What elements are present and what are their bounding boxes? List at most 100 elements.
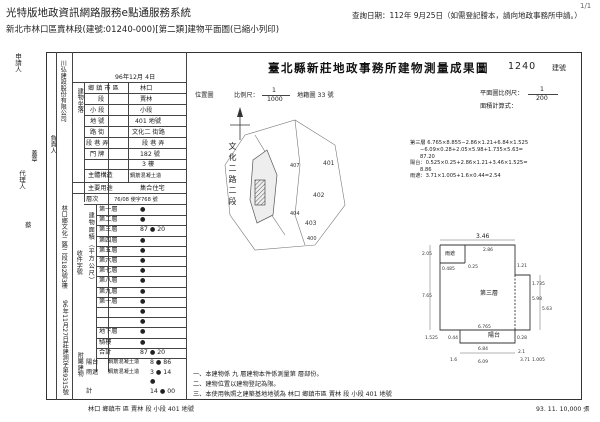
position-scale-label: 比例尺： (234, 92, 259, 99)
floor-area-value: ● (140, 318, 146, 326)
dim-label: 6.765 (478, 324, 491, 330)
floor-area-value: ● (140, 287, 146, 295)
floor-area-value: 87 ● 20 (140, 348, 166, 356)
floor-area-value: ● (140, 206, 146, 213)
form-date: 96年12月 4日 (115, 74, 156, 81)
floor-name: 第六層 (99, 257, 118, 264)
registration-label: 收件字號 (75, 250, 83, 275)
accessory-structure: 鋼筋混凝土造 (108, 368, 140, 375)
floor-area-value: ● (140, 236, 146, 244)
accessory-area: ● (150, 378, 156, 385)
floor-name: 第十層 (99, 297, 118, 305)
calc-label: 面積計算式： (480, 103, 518, 110)
target-unit-marker (254, 179, 266, 206)
area-header-b: 76/08 使字768 號 (114, 197, 158, 203)
dim-label: 5.98 (532, 296, 542, 302)
building-number: 1240 (508, 61, 537, 72)
room-label-balcony: 陽台 (488, 331, 500, 339)
dim-label: 1.21 (517, 263, 527, 269)
area-header-a: 層次 (86, 196, 99, 203)
floor-name: 第一層 (99, 206, 118, 213)
lot-number: 402 (313, 192, 325, 199)
floor-name: 騎樓 (99, 338, 112, 346)
floor-plan: 3.46 第三層 陽台 雨遮 2.05 0.485 0.25 1.21 2.86… (422, 233, 552, 365)
floor-area-value: ● (140, 246, 146, 254)
floor-name: 第九層 (99, 287, 118, 295)
floor-scale-den: 200 (536, 95, 548, 102)
position-map-label: 位置圖 (195, 92, 214, 99)
floor-area-value: ● (140, 277, 146, 285)
dim-label: 2.1 (518, 349, 525, 355)
dim-label: 3.46 (476, 233, 490, 240)
floor-name: 第八層 (99, 277, 118, 285)
north-arrow-icon (230, 107, 250, 140)
dim-label: 5.63 (542, 306, 552, 312)
survey-frame (46, 52, 582, 400)
position-extra: 地籍圖 33 號 (297, 92, 334, 99)
accessory-structure: 鋼筋混凝土造 (108, 359, 140, 365)
floor-area-value: ● (140, 216, 146, 224)
office-line: 新北市林口區賣林段(建號:01240-000)[第二類]建物平面圖(已縮小列印) (6, 25, 280, 35)
dim-label: 6.09 (478, 359, 488, 365)
dim-label: 0.44 (448, 335, 458, 341)
floor-name: 第五層 (99, 246, 118, 254)
dim-label: 1.005 (532, 357, 545, 363)
room-label-main: 第三層 (480, 289, 498, 297)
dim-label: 0.485 (442, 266, 455, 272)
owner-label: 負責人 (49, 135, 57, 154)
position-scale-den: 1000 (267, 96, 283, 103)
accessory-area: 3 ● 14 (150, 368, 172, 376)
floor-name: 第四層 (99, 236, 118, 244)
note-3: 三、本使用執照之建築基地地號為 林口 鄉鎮市區 賣林 段 小段 401 地號 (193, 391, 392, 398)
floor-area-value: ● (140, 297, 146, 305)
service-title: 光特版地政資訊網路服務e點通服務系統 (6, 7, 191, 19)
dim-label: 7.65 (422, 293, 432, 299)
floor-area-value: ● (140, 308, 146, 315)
footer-left: 林口 鄉鎮市 區 賣林 段 小段 401 地號 (88, 406, 195, 413)
page-number: 1/1 (580, 2, 592, 10)
agent-label: 代理人 (17, 170, 26, 190)
agent-name: 蔡 (25, 221, 32, 229)
lot-number: 404 (290, 211, 300, 217)
floor-area-value: ● (140, 257, 146, 264)
floor-scale-label: 平面圖比例尺： (480, 90, 524, 97)
road-label: 文化二路二段 (228, 142, 237, 208)
floor-area-value: ● (140, 338, 146, 346)
dim-label: 1.735 (532, 281, 545, 287)
dim-label: 2.05 (422, 251, 432, 257)
dim-label: 1.525 (425, 335, 438, 341)
floor-name: 第七層 (99, 267, 118, 275)
floor-area-value: 87 ● 20 (140, 226, 166, 234)
area-vertical-label: 建物面積（平方公尺） (87, 212, 95, 284)
dim-label: 2.86 (483, 247, 493, 253)
dim-label: 3.71 (520, 357, 530, 363)
dim-label: 1.6 (450, 357, 457, 363)
position-map: 401 402 403 404 407 400 (224, 107, 346, 251)
floor-name: 第二層 (99, 216, 118, 224)
lot-number: 407 (290, 163, 300, 169)
accessory-area: 14 ● 00 (150, 387, 176, 395)
dim-label: 0.25 (468, 264, 478, 270)
lot-number: 403 (305, 220, 317, 227)
query-date: 查詢日期：112年 9月25日（如需登記謄本，請向地政事務所申請。） (352, 11, 582, 20)
verify-label: 蓋章 (30, 150, 37, 162)
floor-scale-num: 1 (540, 86, 544, 93)
building-number-suffix: 建號 (552, 64, 566, 72)
page-header: 光特版地政資訊網路服務e點通服務系統 新北市林口區賣林段(建號:01240-00… (0, 0, 600, 40)
lot-boundary (224, 119, 346, 251)
accessory-area: 8 ● 86 (150, 359, 172, 366)
footer-right: 93. 11. 10,000 張 (536, 406, 590, 413)
floor-area-value: ● (140, 328, 146, 336)
registration-no: 96年11月27日莊建測字第9315號 (61, 300, 69, 396)
dim-label: 6.84 (478, 346, 488, 352)
floor-area-value: ● (140, 267, 146, 275)
applicant-label: 申請人 (13, 53, 22, 73)
room-label-rain: 雨遮 (445, 250, 455, 257)
lot-number: 401 (323, 160, 335, 167)
dim-label: 0.28 (517, 335, 527, 341)
floor-name: 合計 (99, 348, 112, 356)
position-scale-num: 1 (272, 87, 276, 94)
note-2: 二、建物位置以建物登記為限。 (193, 381, 280, 388)
applicant-name: 川弘建設股份有限公司 (59, 60, 67, 122)
accessory-name: 雨遮 (86, 368, 99, 376)
